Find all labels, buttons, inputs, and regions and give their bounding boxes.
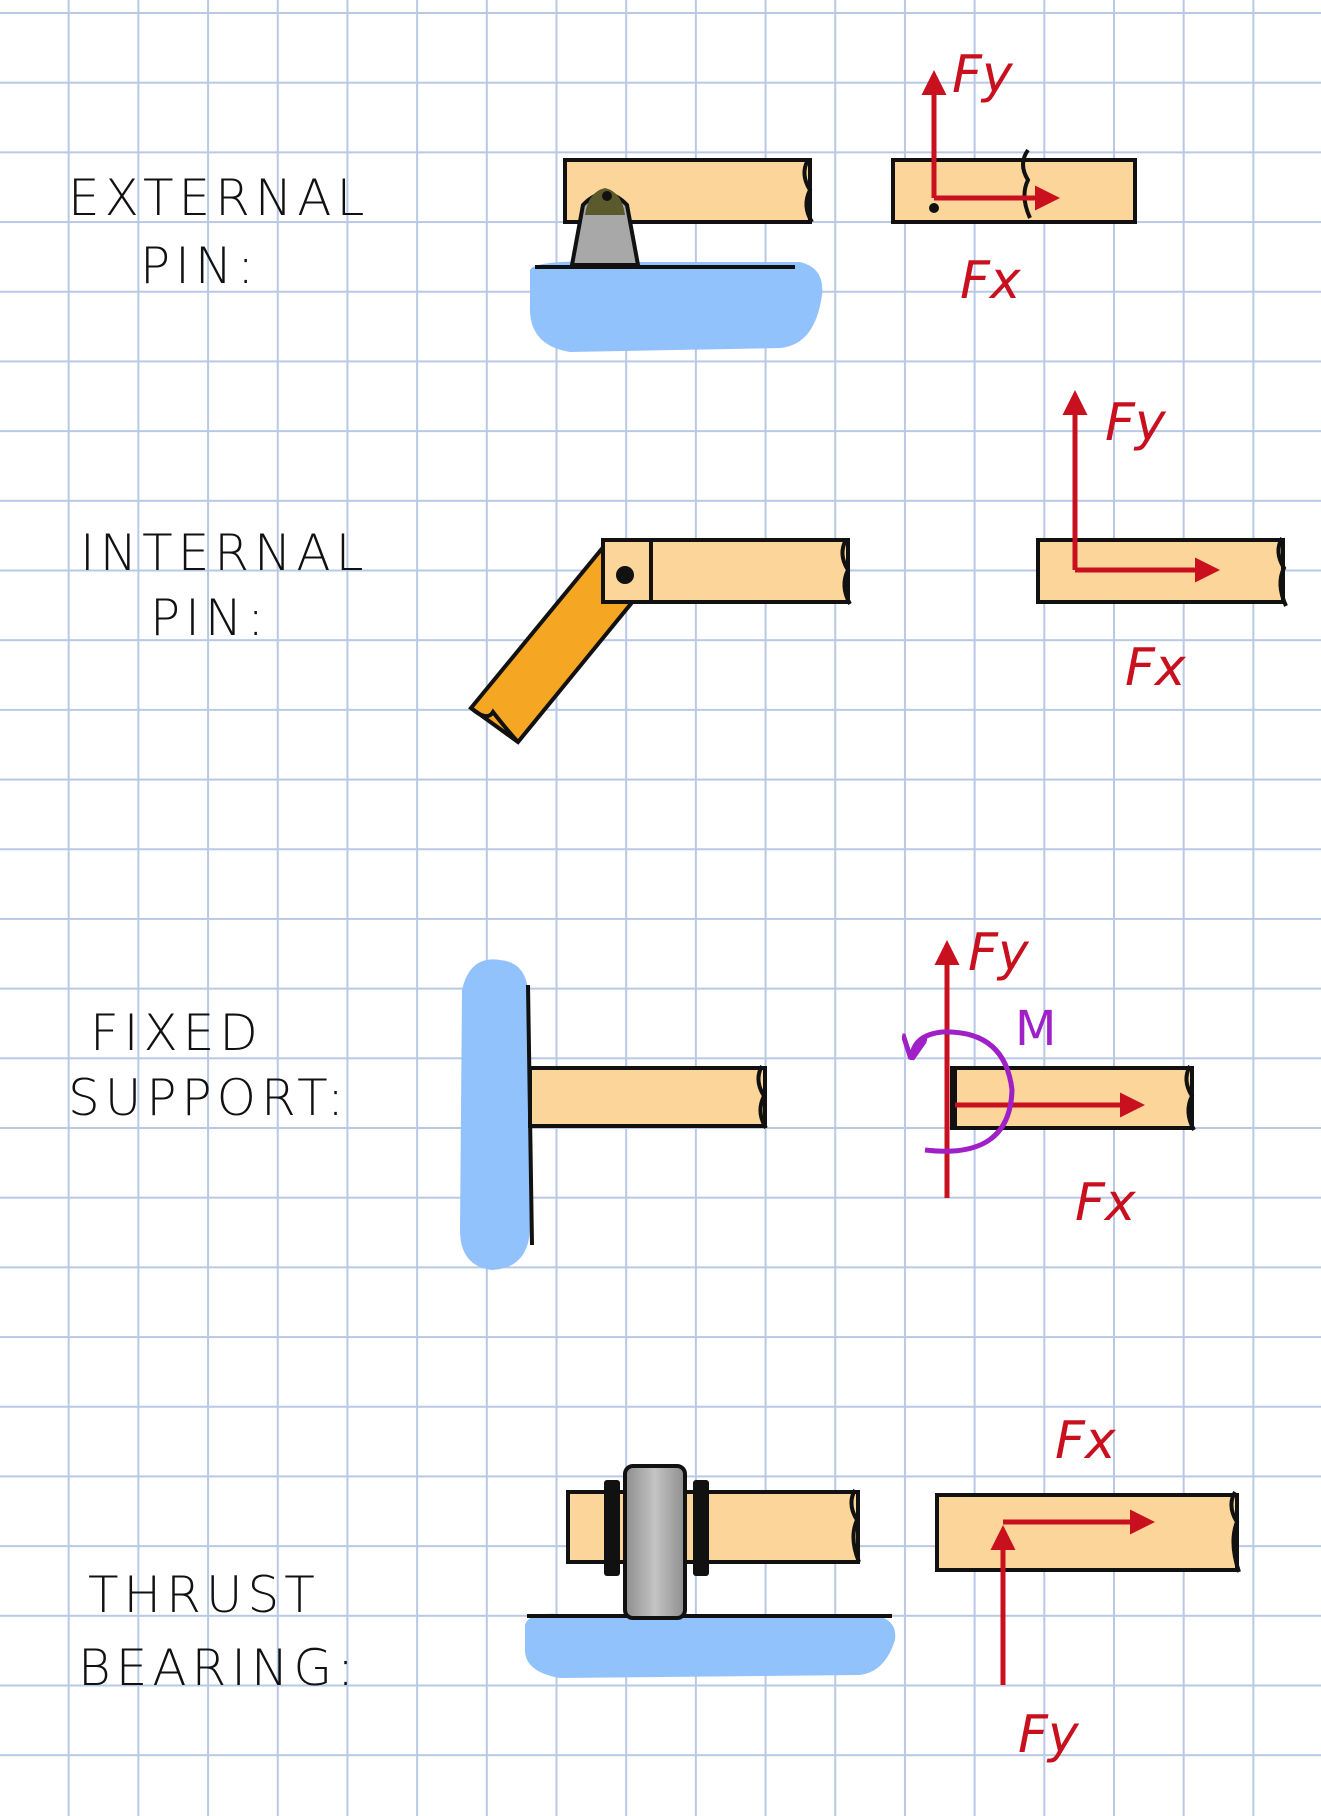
- pin-plate: [601, 538, 653, 604]
- row-fixed-support: FIXED SUPPORT: Fy M Fx: [68, 923, 1196, 1270]
- collar-right: [693, 1480, 709, 1576]
- fy-label: Fy: [952, 45, 1014, 105]
- fbd-beam: [891, 158, 1137, 224]
- ground-blob: [525, 1613, 896, 1678]
- fixed-support-sketch: [460, 959, 768, 1270]
- moment-label: M: [1015, 1001, 1056, 1057]
- label-line-2: PIN:: [140, 237, 259, 295]
- row-external-pin: EXTERNAL PIN: Fy Fx: [68, 45, 1137, 352]
- fx-label: Fx: [1125, 638, 1187, 698]
- pin: [616, 566, 634, 584]
- external-pin-label: EXTERNAL PIN:: [68, 169, 369, 295]
- fx-label: Fx: [1075, 1173, 1137, 1233]
- fbd-break-line: [1276, 537, 1288, 607]
- fbd-break-line: [1229, 1491, 1241, 1573]
- label-line-2: SUPPORT:: [68, 1069, 349, 1127]
- pin-support-top: [585, 188, 625, 215]
- internal-pin-label: INTERNAL PIN:: [80, 524, 369, 647]
- label-line-2: BEARING:: [78, 1639, 359, 1697]
- pin-hole: [602, 191, 612, 201]
- label-line-1: THRUST: [88, 1566, 320, 1624]
- angled-break-line: [469, 706, 520, 744]
- fbd-break-line: [1184, 1065, 1196, 1131]
- ground-blob: [529, 261, 823, 352]
- wall: [460, 959, 530, 1270]
- fy-label: Fy: [1105, 393, 1167, 453]
- fixed-support-fbd: Fy M Fx: [912, 923, 1196, 1233]
- external-pin-fbd: Fy Fx: [891, 45, 1137, 311]
- label-line-1: EXTERNAL: [68, 169, 369, 227]
- break-line: [840, 539, 852, 605]
- fx-label: Fx: [1055, 1411, 1117, 1471]
- thrust-bearing-sketch: [525, 1464, 896, 1678]
- row-internal-pin: INTERNAL PIN: Fy Fx: [80, 390, 1288, 745]
- fbd-beam: [950, 1066, 1194, 1130]
- cantilever-beam: [528, 1066, 767, 1128]
- row-thrust-bearing: THRUST BEARING: Fx Fy: [78, 1411, 1241, 1765]
- fy-label: Fy: [968, 923, 1030, 983]
- fixed-support-label: FIXED SUPPORT:: [68, 1004, 349, 1127]
- label-line-1: INTERNAL: [80, 524, 369, 582]
- external-pin-sketch: [529, 158, 823, 352]
- fbd-beam: [935, 1493, 1239, 1572]
- fbd-break-line: [1021, 148, 1032, 219]
- fy-label: Fy: [1018, 1705, 1080, 1765]
- break-line: [756, 1065, 768, 1130]
- break-line: [802, 159, 814, 224]
- collar-left: [604, 1480, 620, 1576]
- internal-pin-sketch: [468, 538, 852, 745]
- label-line-1: FIXED: [90, 1004, 263, 1062]
- moment-arrow: [912, 1029, 1015, 1154]
- label-line-2: PIN:: [150, 589, 269, 647]
- thrust-bearing-label: THRUST BEARING:: [78, 1566, 359, 1697]
- fbd-pin: [929, 203, 939, 213]
- internal-pin-fbd: Fy Fx: [1036, 390, 1288, 698]
- fx-label: Fx: [960, 251, 1022, 311]
- bearing-block: [623, 1464, 687, 1620]
- break-line: [849, 1489, 861, 1563]
- thrust-bearing-fbd: Fx Fy: [935, 1411, 1241, 1765]
